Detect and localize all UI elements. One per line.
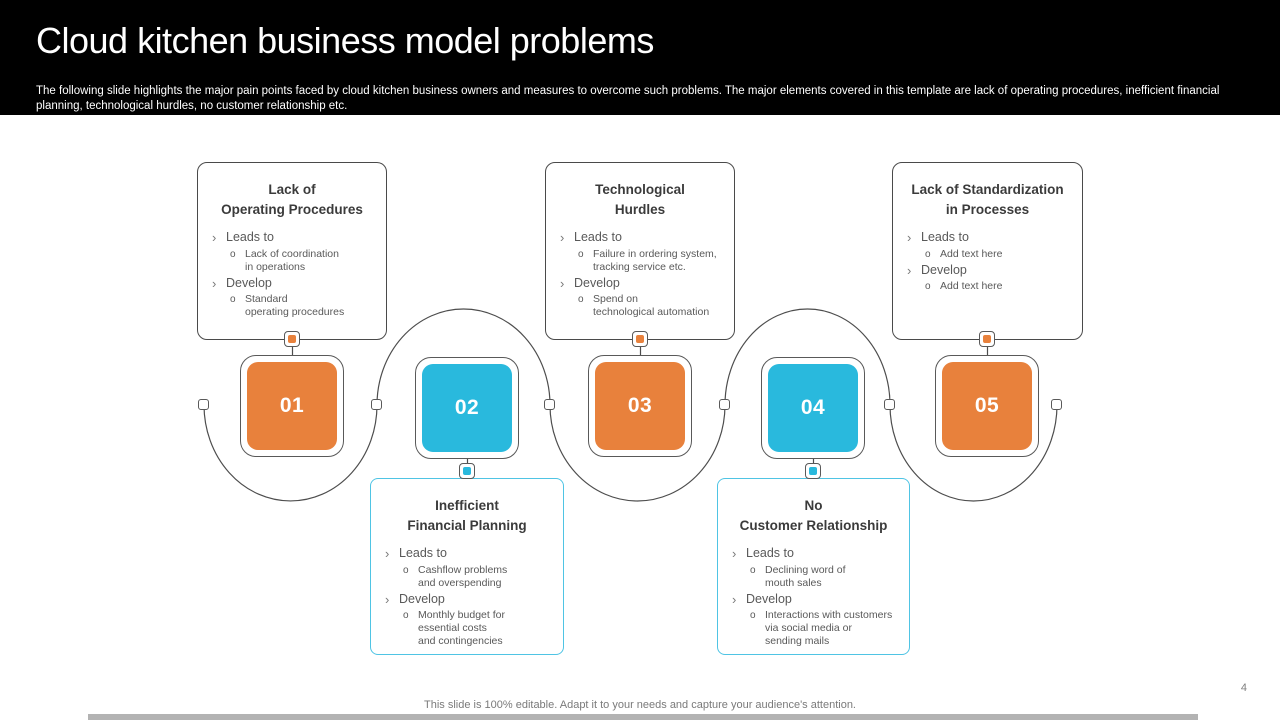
connector-square-icon	[284, 331, 300, 347]
page-title: Cloud kitchen business model problems	[36, 20, 654, 61]
wave-node	[371, 399, 382, 410]
chevron-bullet-icon: ›	[385, 546, 390, 562]
page-number: 4	[1240, 682, 1247, 694]
item-label: Leads to	[746, 546, 794, 561]
item-sub: Monthly budget for essential costs and c…	[418, 609, 505, 648]
connector-dot	[463, 467, 471, 475]
connector-square-icon	[979, 331, 995, 347]
chevron-bullet-icon: ›	[907, 230, 912, 246]
card-title: Technological Hurdles	[595, 182, 685, 217]
card-lack-of-standardization: Lack of Standardization in Processes › Le…	[892, 162, 1083, 340]
step-number: 02	[422, 364, 512, 452]
circle-bullet-icon: o	[403, 610, 409, 622]
item-label: Develop	[226, 275, 272, 290]
circle-bullet-icon: o	[403, 564, 409, 576]
connector-dot	[288, 335, 296, 343]
item-label: Develop	[574, 275, 620, 290]
circle-bullet-icon: o	[925, 281, 931, 293]
wave-node	[198, 399, 209, 410]
chevron-bullet-icon: ›	[560, 275, 565, 291]
item-sub: Spend on technological automation	[593, 293, 710, 319]
item-label: Leads to	[399, 546, 447, 561]
item-label: Develop	[399, 591, 445, 606]
connector-dot	[983, 335, 991, 343]
item-sub: Declining word of mouth sales	[765, 563, 846, 589]
card-body: › Leads to o Failure in ordering system, t…	[546, 230, 734, 319]
card-body: › Leads to o Lack of coordination in opera…	[198, 230, 386, 319]
item-sub: Standard operating procedures	[245, 293, 345, 319]
chevron-bullet-icon: ›	[732, 591, 737, 607]
chevron-bullet-icon: ›	[212, 275, 217, 291]
circle-bullet-icon: o	[925, 248, 931, 260]
editable-note: This slide is 100% editable. Adapt it to…	[424, 699, 856, 711]
bottom-strip	[88, 714, 1198, 720]
item-sub: Interactions with customers via social m…	[765, 609, 893, 648]
item-label: Leads to	[921, 230, 969, 245]
item-label: Leads to	[574, 230, 622, 245]
connector-dot	[809, 467, 817, 475]
step-number-box-04: 04	[761, 357, 865, 459]
item-sub: Lack of coordination in operations	[245, 247, 339, 273]
step-number: 01	[247, 362, 337, 450]
connector-square-icon	[805, 463, 821, 479]
card-no-customer-relationship: No Customer Relationship › Leads to o Decl…	[717, 478, 910, 655]
slide-header: Cloud kitchen business model problems Th…	[0, 0, 1280, 115]
circle-bullet-icon: o	[578, 294, 584, 306]
item-label: Develop	[746, 591, 792, 606]
item-sub: Add text here	[940, 280, 1003, 293]
wave-path	[203, 308, 1058, 502]
chevron-bullet-icon: ›	[385, 591, 390, 607]
circle-bullet-icon: o	[230, 248, 236, 260]
step-number-box-03: 03	[588, 355, 692, 457]
step-number: 05	[942, 362, 1032, 450]
item-label: Develop	[921, 262, 967, 277]
card-technological-hurdles: Technological Hurdles › Leads to o Failure…	[545, 162, 735, 340]
item-sub: Failure in ordering system, tracking ser…	[593, 247, 717, 273]
card-title: Lack of Operating Procedures	[221, 182, 363, 217]
card-link-lines	[291, 340, 989, 465]
card-title: No Customer Relationship	[739, 498, 888, 533]
connector-square-icon	[459, 463, 475, 479]
wave-node	[719, 399, 730, 410]
chevron-bullet-icon: ›	[907, 262, 912, 278]
step-number-box-02: 02	[415, 357, 519, 459]
chevron-bullet-icon: ›	[212, 230, 217, 246]
item-sub: Cashflow problems and overspending	[418, 563, 508, 589]
circle-bullet-icon: o	[578, 248, 584, 260]
wave-node	[884, 399, 895, 410]
step-number: 03	[595, 362, 685, 450]
card-title: Lack of Standardization in Processes	[911, 182, 1064, 217]
card-title: Inefficient Financial Planning	[407, 498, 527, 533]
connector-dot	[636, 335, 644, 343]
chevron-bullet-icon: ›	[560, 230, 565, 246]
item-sub: Add text here	[940, 247, 1003, 260]
connector-square-icon	[632, 331, 648, 347]
item-label: Leads to	[226, 230, 274, 245]
slide-subtitle: The following slide highlights the major…	[36, 85, 1220, 113]
wave-node	[544, 399, 555, 410]
step-number-box-05: 05	[935, 355, 1039, 457]
card-inefficient-financial-planning: Inefficient Financial Planning › Leads to…	[370, 478, 564, 655]
circle-bullet-icon: o	[750, 610, 756, 622]
card-body: › Leads to o Cashflow problems and overspe…	[371, 546, 563, 648]
circle-bullet-icon: o	[750, 564, 756, 576]
chevron-bullet-icon: ›	[732, 546, 737, 562]
card-body: › Leads to o Declining word of mouth sales…	[718, 546, 909, 648]
card-lack-of-operating-procedures: Lack of Operating Procedures › Leads to o…	[197, 162, 387, 340]
step-number-box-01: 01	[240, 355, 344, 457]
step-number: 04	[768, 364, 858, 452]
wave-node	[1051, 399, 1062, 410]
circle-bullet-icon: o	[230, 294, 236, 306]
